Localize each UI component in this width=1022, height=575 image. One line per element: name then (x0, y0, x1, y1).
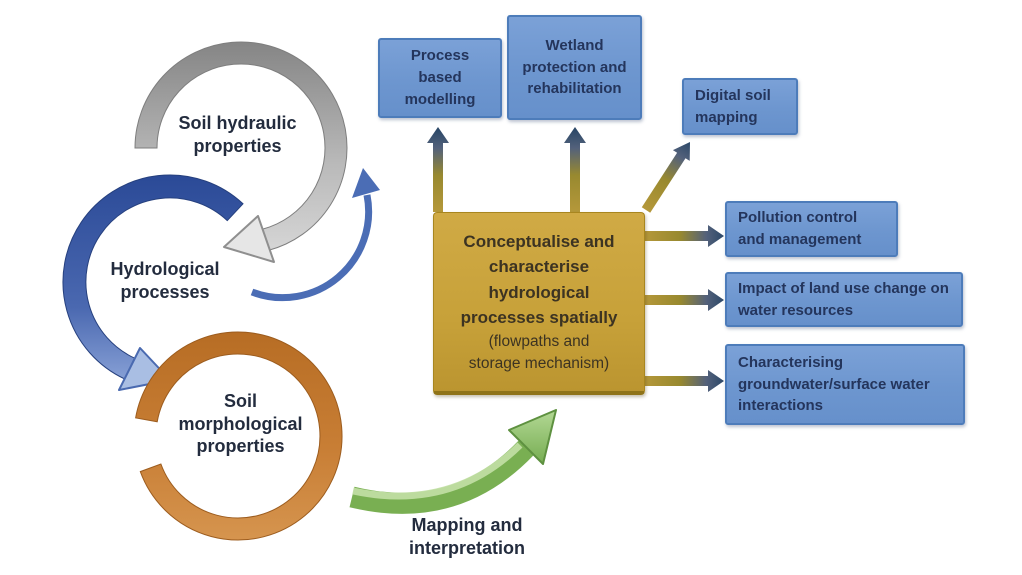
central-box-subtitle: (flowpaths and storage mechanism) (468, 332, 610, 372)
gray-cycle-arrowhead-icon (223, 215, 275, 263)
output-box-label: Digital soil mapping (695, 86, 771, 126)
hydrological-processes-label: Hydrological processes (110, 259, 220, 302)
connector-to-wetland (564, 127, 586, 212)
output-box-digital-soil-mapping: Digital soil mapping (682, 78, 798, 135)
mapping-arrow (349, 409, 557, 514)
mapping-arrowhead-icon (508, 409, 557, 465)
central-box-title: Conceptualise and characterise hydrologi… (460, 231, 618, 328)
output-box-label: Characterising groundwater/surface water… (738, 353, 930, 415)
central-box: Conceptualise and characterise hydrologi… (433, 212, 645, 395)
soil-morphological-label: Soil morphological properties (178, 391, 303, 456)
output-box-process-based-modelling: Process based modelling (378, 38, 502, 118)
output-box-label: Impact of land use change on water resou… (738, 279, 949, 319)
connector-to-process-modelling (427, 127, 449, 212)
soil-morphological-ring (135, 331, 343, 541)
mapping-interpretation-label: Mapping and interpretation (408, 515, 525, 558)
connector-to-groundwater-interactions (644, 370, 724, 392)
output-box-label: Process based modelling (404, 47, 476, 108)
output-box-groundwater-interactions: Characterising groundwater/surface water… (725, 344, 965, 425)
output-box-pollution-control: Pollution control and management (725, 201, 898, 257)
output-box-label: Pollution control and management (738, 209, 862, 248)
output-box-label: Wetland protection and rehabilitation (522, 36, 627, 98)
output-box-land-use-impact: Impact of land use change on water resou… (725, 272, 963, 327)
soil-hydraulic-label: Soil hydraulic properties (178, 113, 297, 156)
cycle-return-arc (250, 168, 380, 302)
output-box-wetland-protection: Wetland protection and rehabilitation (507, 15, 642, 120)
soil-hydraulic-ring (134, 41, 348, 263)
return-arc-arrowhead-icon (352, 168, 380, 198)
connector-to-pollution-control (644, 225, 724, 247)
connector-to-digital-soil-mapping (641, 142, 690, 213)
connector-to-land-use-impact (644, 289, 724, 311)
